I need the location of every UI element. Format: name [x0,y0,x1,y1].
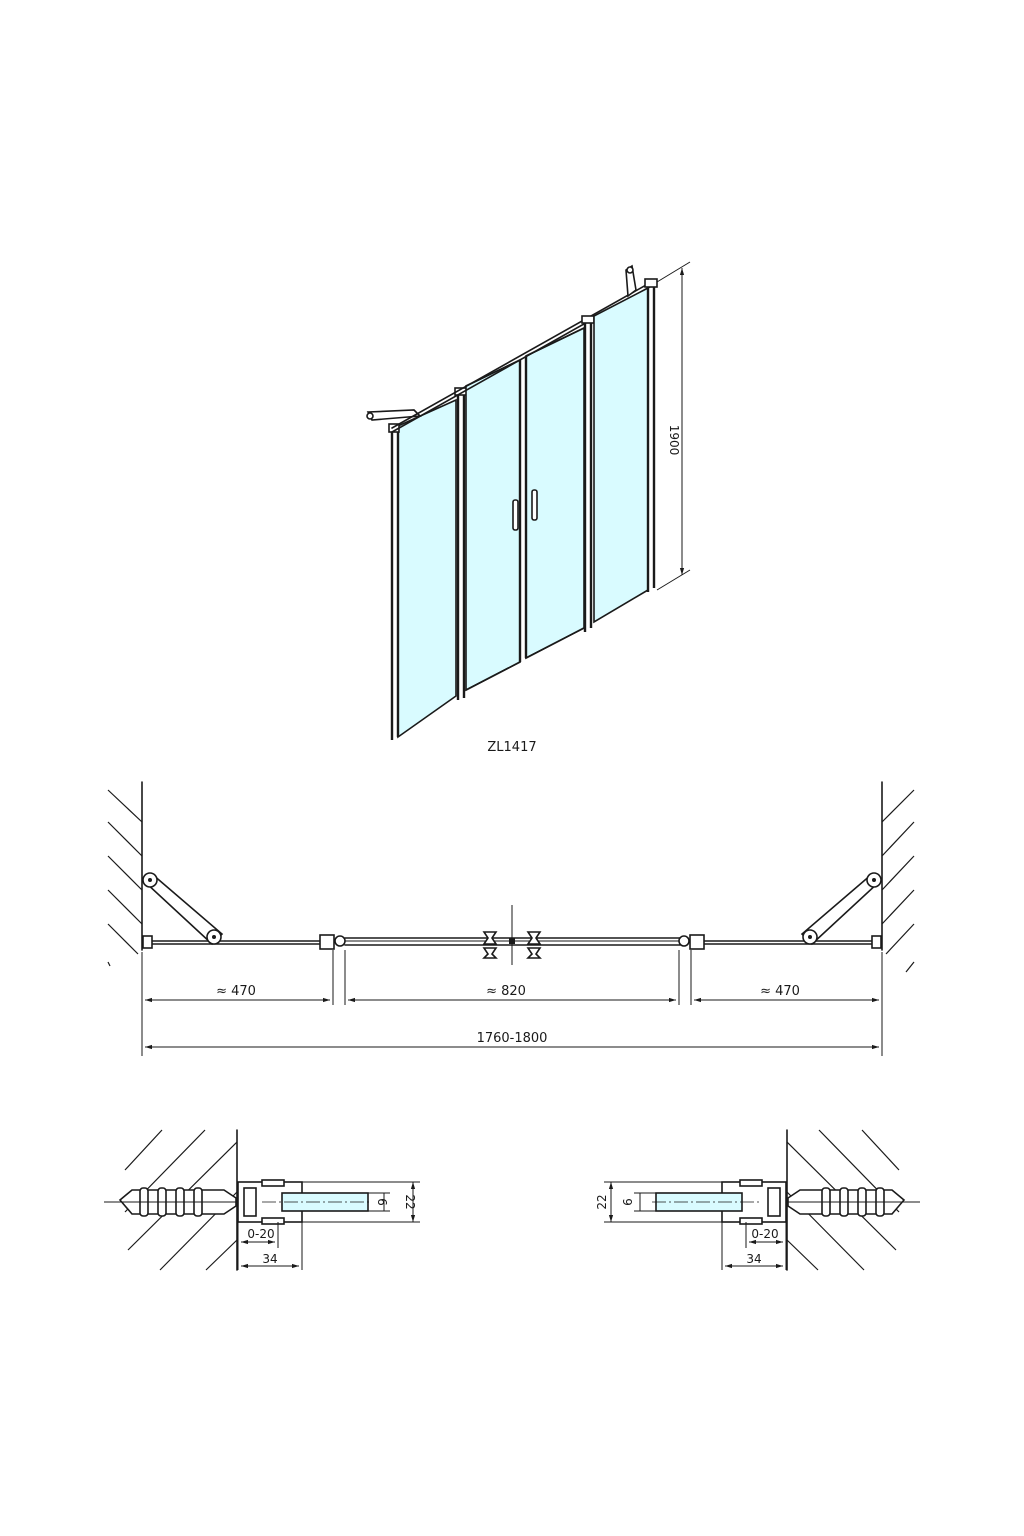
detail-left: 6 22 0-20 34 [104,1129,420,1271]
plan-right-stabilizer [800,872,882,946]
model-label: ZL1417 [487,740,536,755]
detail-right-depth-label: 22 [595,1194,609,1209]
detail-left-adjust-label: 0-20 [247,1227,274,1241]
iso-right-fixed-panel [593,286,649,624]
iso-height-dimension: 1900 [656,261,691,591]
detail-left-glass-label: 6 [375,1198,389,1206]
plan-view: ≈ 470 ≈ 820 ≈ 470 1760-1800 [107,781,915,1056]
plan-right-width-label: ≈ 470 [760,984,800,999]
iso-left-wall-bracket [366,409,422,421]
detail-right-glass-label: 6 [621,1198,635,1206]
iso-right-wall-bracket [625,264,637,298]
detail-left-wall-anchor [104,1187,254,1217]
detail-right-adjust-label: 0-20 [751,1227,778,1241]
iso-left-fixed-panel [397,398,457,739]
plan-center-handles[interactable] [482,905,542,965]
detail-left-depth-label: 22 [403,1194,417,1209]
plan-overall-width-label: 1760-1800 [477,1031,548,1046]
plan-left-stabilizer [142,872,224,946]
detail-right: 6 22 0-20 34 [595,1129,920,1271]
detail-left-width-label: 34 [262,1252,277,1266]
plan-left-wall [107,781,143,967]
iso-left-door [465,358,521,692]
plan-right-wall [881,781,915,973]
iso-door-handles[interactable] [512,489,538,531]
plan-left-width-label: ≈ 470 [216,984,256,999]
iso-height-label: 1900 [667,425,681,456]
detail-right-wall-anchor [770,1187,920,1217]
isometric-view: 1900 [366,261,691,740]
plan-center-width-label: ≈ 820 [486,984,526,999]
detail-right-width-label: 34 [746,1252,761,1266]
